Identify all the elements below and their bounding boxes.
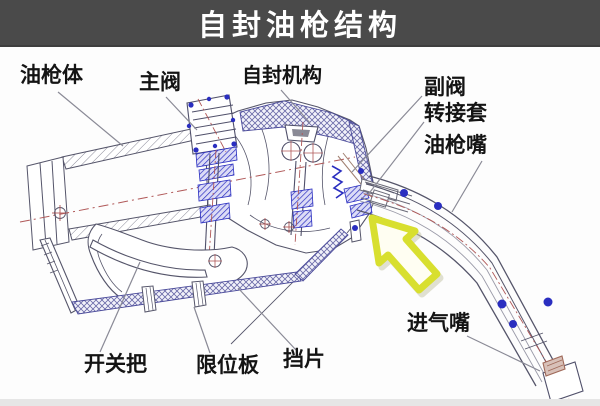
- guard-strip-hatch: [40, 242, 59, 274]
- valve-crosshairs: [281, 141, 323, 163]
- label-gun-body: 油枪体: [20, 64, 83, 87]
- leader-baffle: [237, 287, 297, 351]
- valve-cap-bolts: [186, 94, 237, 153]
- leader-gun-body: [57, 91, 124, 147]
- label-limit-plate: 限位板: [196, 354, 259, 377]
- bottom-edge-strip: [0, 399, 600, 406]
- label-adapter-sleeve: 转接套: [424, 102, 487, 125]
- highlight-arrow: [368, 214, 444, 298]
- limit-plate-bar: [71, 271, 302, 315]
- grip-outline: [87, 223, 248, 299]
- page-title: 自封油枪结构: [197, 9, 402, 42]
- trigger-pivot: [208, 254, 222, 268]
- label-main-valve: 主阀: [139, 71, 181, 94]
- leader-limit-plate: [193, 306, 211, 354]
- leader-air-inlet: [466, 335, 541, 372]
- handle-and-guard: [39, 223, 349, 345]
- label-air-inlet: 进气嘴: [407, 312, 470, 335]
- aux-valve-spring: [331, 165, 345, 199]
- leader-trigger: [99, 261, 141, 353]
- gun-spout: [356, 168, 584, 403]
- leader-aux-valve: [351, 95, 423, 173]
- leader-main-valve: [165, 96, 198, 131]
- trigger-lever: [89, 239, 208, 278]
- title-banner: 自封油枪结构: [0, 0, 600, 47]
- label-self-seal-mechanism: 自封机构: [242, 65, 322, 87]
- leader-gun-spout: [451, 160, 483, 213]
- leader-lines: [57, 89, 541, 372]
- main-valve-centerline: [197, 98, 227, 153]
- spout-centerline: [363, 193, 571, 402]
- body-screws: [259, 218, 295, 233]
- aux-valve-assembly: [331, 152, 413, 243]
- self-seal-centerline: [294, 121, 304, 246]
- guard-clips: [141, 280, 207, 313]
- limit-plate-riser: [294, 228, 349, 282]
- label-baffle: 挡片: [283, 348, 325, 371]
- label-trigger: 开关把: [84, 353, 147, 376]
- main-valve-assembly: [186, 94, 238, 259]
- label-gun-spout: 油枪嘴: [424, 134, 487, 157]
- spout-tip: [542, 355, 584, 403]
- leader-self-seal: [280, 89, 311, 124]
- tube-centerline: [19, 156, 356, 223]
- self-seal-cover: [239, 100, 375, 191]
- self-seal-valve-stack: [259, 121, 323, 246]
- leader-adapter-sleeve: [366, 121, 425, 197]
- inlet-screw-crosshair: [52, 205, 68, 221]
- label-aux-valve: 副阀: [424, 76, 466, 99]
